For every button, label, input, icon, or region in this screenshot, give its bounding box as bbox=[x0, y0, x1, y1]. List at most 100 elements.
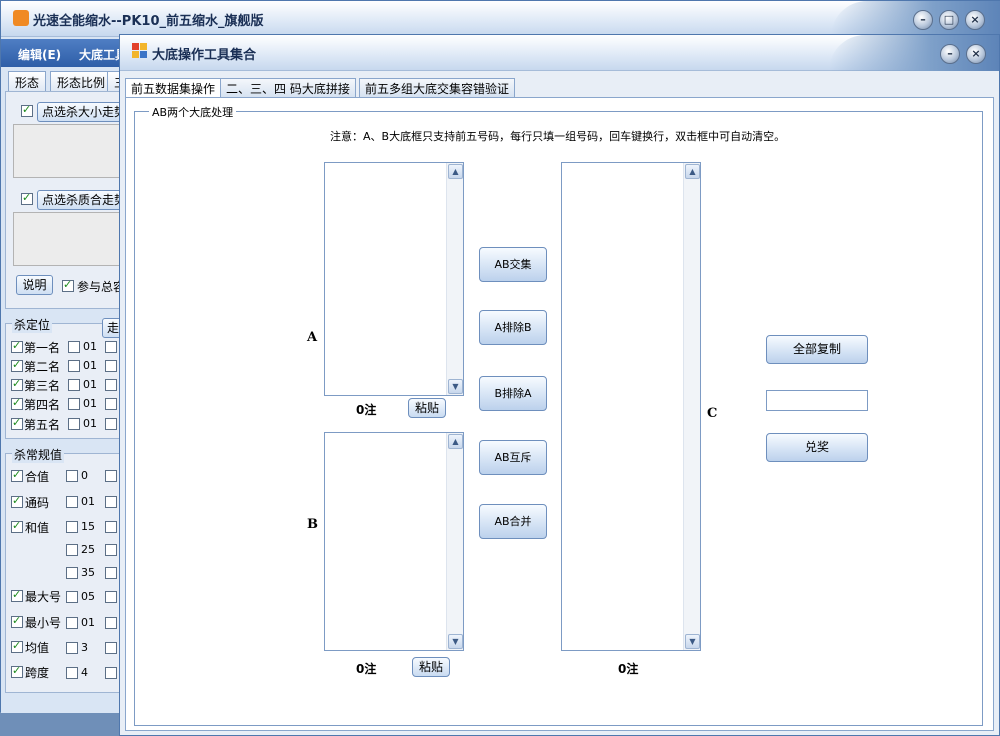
tab-code-splice[interactable]: 二、三、四 码大底拼接 bbox=[220, 78, 356, 97]
scroll-up-icon[interactable]: ▲ bbox=[448, 164, 463, 179]
kp-extra-check-3[interactable] bbox=[105, 379, 117, 391]
size-trend-box bbox=[13, 124, 124, 178]
kr-num-1: 0 bbox=[81, 469, 88, 482]
kill-size-button[interactable]: 点选杀大小走势 bbox=[37, 102, 132, 122]
kr-label-8: 均值 bbox=[25, 641, 50, 655]
main-title-bar[interactable]: 光速全能缩水--PK10_前五缩水_旗舰版 – □ × bbox=[1, 1, 1000, 37]
kp-extra-check-2[interactable] bbox=[105, 360, 117, 372]
kp-num-check-1[interactable] bbox=[68, 341, 80, 353]
minimize-icon[interactable]: – bbox=[940, 44, 960, 64]
scrollbar-c[interactable]: ▲ ▼ bbox=[683, 163, 700, 650]
kp-label-1: 第一名 bbox=[24, 341, 61, 355]
kr-extra-check-8[interactable] bbox=[105, 642, 117, 654]
kp-num-check-4[interactable] bbox=[68, 398, 80, 410]
kr-num-7: 01 bbox=[81, 616, 95, 629]
scroll-up-icon[interactable]: ▲ bbox=[448, 434, 463, 449]
kp-num-check-3[interactable] bbox=[68, 379, 80, 391]
kill-size-checkbox[interactable] bbox=[21, 103, 33, 117]
copy-all-button[interactable]: 全部复制 bbox=[766, 335, 868, 364]
scroll-down-icon[interactable]: ▼ bbox=[448, 379, 463, 394]
check-prize-button[interactable]: 兑奖 bbox=[766, 433, 868, 462]
ab-intersect-button[interactable]: AB交集 bbox=[479, 247, 547, 282]
ab-merge-button[interactable]: AB合并 bbox=[479, 504, 547, 539]
kill-regular-title: 杀常规值 bbox=[12, 446, 65, 463]
kr-label-9: 跨度 bbox=[25, 666, 50, 680]
kp-check-3[interactable] bbox=[11, 377, 23, 391]
kr-check-1[interactable] bbox=[11, 468, 23, 482]
kr-check-7[interactable] bbox=[11, 614, 23, 628]
kr-num-check-5[interactable] bbox=[66, 567, 78, 579]
tab-front-five-set[interactable]: 前五数据集操作 bbox=[125, 78, 222, 98]
kp-num-1: 01 bbox=[83, 340, 97, 353]
maximize-icon[interactable]: □ bbox=[939, 10, 959, 30]
dialog-title-bar[interactable]: 大底操作工具集合 – × bbox=[120, 35, 999, 71]
kr-extra-check-7[interactable] bbox=[105, 617, 117, 629]
kp-check-1[interactable] bbox=[11, 339, 23, 353]
kp-label-4: 第四名 bbox=[24, 398, 61, 412]
kr-extra-check-9[interactable] bbox=[105, 667, 117, 679]
scroll-up-icon[interactable]: ▲ bbox=[685, 164, 700, 179]
kp-extra-check-4[interactable] bbox=[105, 398, 117, 410]
kp-check-5[interactable] bbox=[11, 416, 23, 430]
explain-button[interactable]: 说明 bbox=[16, 275, 53, 295]
close-icon[interactable]: × bbox=[965, 10, 985, 30]
kp-num-5: 01 bbox=[83, 417, 97, 430]
kill-prime-checkbox[interactable] bbox=[21, 191, 33, 205]
kr-check-3[interactable] bbox=[11, 519, 23, 533]
kr-num-4: 25 bbox=[81, 543, 95, 556]
minimize-icon[interactable]: – bbox=[913, 10, 933, 30]
kr-num-check-6[interactable] bbox=[66, 591, 78, 603]
kp-num-check-5[interactable] bbox=[68, 418, 80, 430]
kp-check-2[interactable] bbox=[11, 358, 23, 372]
kp-extra-check-1[interactable] bbox=[105, 341, 117, 353]
kr-num-check-7[interactable] bbox=[66, 617, 78, 629]
scrollbar-a[interactable]: ▲ ▼ bbox=[446, 163, 463, 395]
kr-extra-check-6[interactable] bbox=[105, 591, 117, 603]
base-a-textarea[interactable]: ▲ ▼ bbox=[324, 162, 464, 396]
menu-base-tools[interactable]: 大底工具 bbox=[79, 48, 128, 62]
kr-num-check-9[interactable] bbox=[66, 667, 78, 679]
kr-extra-check-1[interactable] bbox=[105, 470, 117, 482]
kr-extra-check-5[interactable] bbox=[105, 567, 117, 579]
kr-check-8[interactable] bbox=[11, 639, 23, 653]
kr-extra-check-2[interactable] bbox=[105, 496, 117, 508]
tab-shape-ratio[interactable]: 形态比例 bbox=[50, 71, 113, 91]
kp-num-3: 01 bbox=[83, 378, 97, 391]
paste-b-button[interactable]: 粘贴 bbox=[412, 657, 450, 677]
ab-mutex-button[interactable]: AB互斥 bbox=[479, 440, 547, 475]
result-c-textarea[interactable]: ▲ ▼ bbox=[561, 162, 701, 651]
scroll-down-icon[interactable]: ▼ bbox=[448, 634, 463, 649]
kr-label-7: 最小号 bbox=[25, 616, 62, 630]
kp-check-4[interactable] bbox=[11, 396, 23, 410]
kp-label-3: 第三名 bbox=[24, 379, 61, 393]
kr-num-check-3[interactable] bbox=[66, 521, 78, 533]
prize-number-input[interactable] bbox=[766, 390, 868, 411]
kr-extra-check-4[interactable] bbox=[105, 544, 117, 556]
kr-check-2[interactable] bbox=[11, 494, 23, 508]
join-total-checkbox[interactable] bbox=[62, 278, 74, 292]
dialog-title: 大底操作工具集合 bbox=[152, 48, 257, 63]
scrollbar-b[interactable]: ▲ ▼ bbox=[446, 433, 463, 650]
base-b-textarea[interactable]: ▲ ▼ bbox=[324, 432, 464, 651]
scroll-down-icon[interactable]: ▼ bbox=[685, 634, 700, 649]
a-exclude-b-button[interactable]: A排除B bbox=[479, 310, 547, 345]
kr-num-check-4[interactable] bbox=[66, 544, 78, 556]
paste-a-button[interactable]: 粘贴 bbox=[408, 398, 446, 418]
kr-num-check-1[interactable] bbox=[66, 470, 78, 482]
kr-check-9[interactable] bbox=[11, 664, 23, 678]
kill-prime-button[interactable]: 点选杀质合走势 bbox=[37, 190, 132, 210]
tab-intersection-verify[interactable]: 前五多组大底交集容错验证 bbox=[359, 78, 516, 97]
kr-extra-check-3[interactable] bbox=[105, 521, 117, 533]
kr-check-6[interactable] bbox=[11, 588, 23, 602]
tab-shape[interactable]: 形态 bbox=[8, 71, 47, 91]
ab-group-title: AB两个大底处理 bbox=[149, 104, 237, 120]
kp-num-check-2[interactable] bbox=[68, 360, 80, 372]
kr-num-check-8[interactable] bbox=[66, 642, 78, 654]
kr-num-check-2[interactable] bbox=[66, 496, 78, 508]
b-exclude-a-button[interactable]: B排除A bbox=[479, 376, 547, 411]
count-a: 0注 bbox=[356, 403, 377, 417]
close-icon[interactable]: × bbox=[966, 44, 986, 64]
label-c: C bbox=[707, 406, 718, 421]
kp-extra-check-5[interactable] bbox=[105, 418, 117, 430]
menu-edit[interactable]: 编辑(E) bbox=[18, 48, 62, 62]
